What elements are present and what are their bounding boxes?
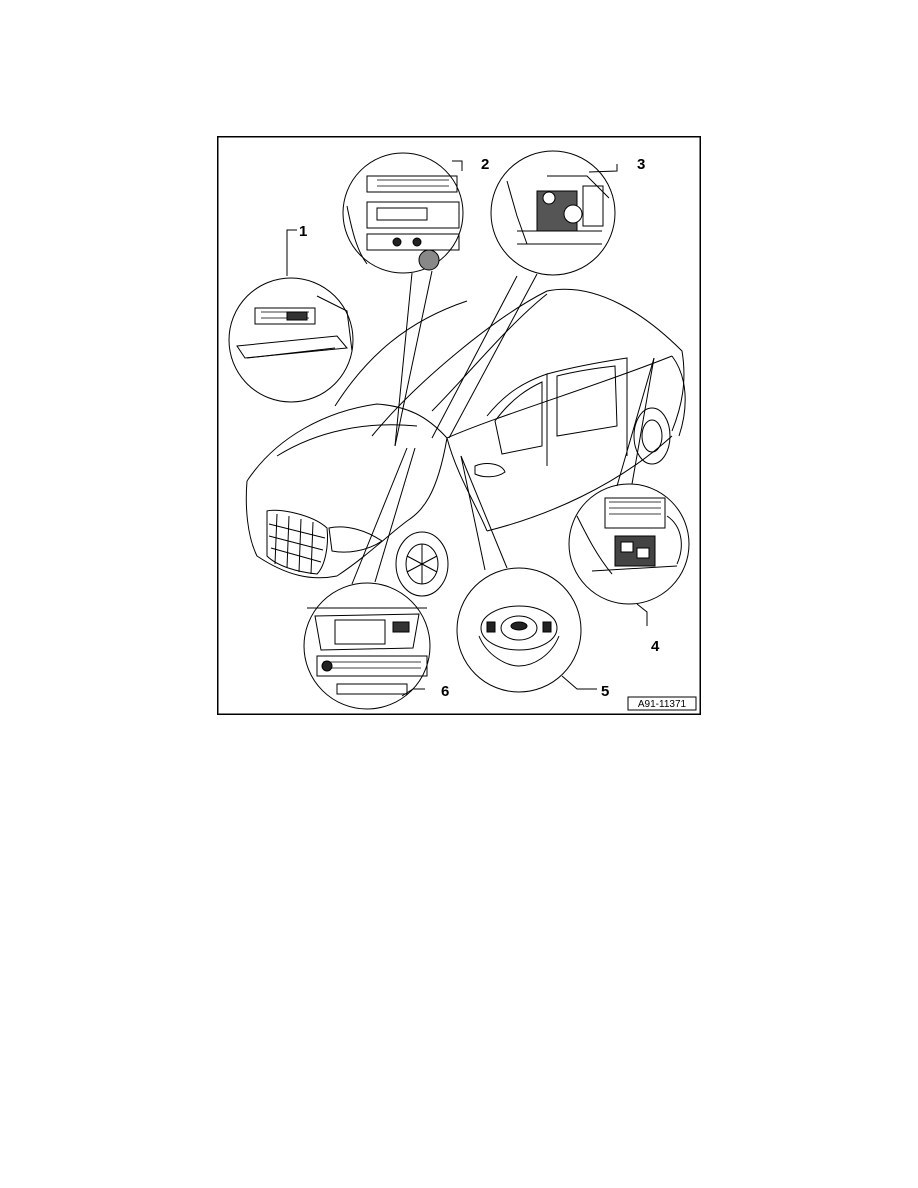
leader-line-5 [561,675,597,690]
figure-id: A91-11371 [638,699,687,710]
leader-line-3 [588,164,618,173]
callout-1: 1 [299,223,307,240]
callout-6: 6 [441,683,449,700]
detail-circle-3 [490,150,616,276]
detail-circle-5 [456,567,582,693]
detail-circle-4 [568,483,690,605]
leader-line-4 [636,603,648,626]
side-mirror [474,463,506,478]
vehicle-diagram: 1 2 3 4 5 6 A91-11371 [217,136,701,715]
callout-4: 4 [651,638,660,655]
detail-circle-6 [303,582,431,710]
figure-id-box [627,696,697,711]
rear-wheel [633,407,671,465]
leader-line-1 [286,229,297,276]
detail-circle-2 [342,152,464,274]
callout-3: 3 [637,156,645,173]
leader-line-2 [452,160,463,171]
car-headlight [328,526,383,553]
callout-2: 2 [481,156,489,173]
figure-panel: 1 2 3 4 5 6 A91-11371 [217,136,701,715]
detail-circle-1 [228,277,354,403]
callout-5: 5 [601,683,609,700]
car-hood [246,403,448,482]
front-wheel [395,531,449,597]
leader-line-6 [401,688,425,697]
car-grille [266,509,328,575]
rear-door [546,357,628,456]
front-door [486,373,548,466]
car-illustration [245,288,686,597]
car-roof [371,288,685,437]
